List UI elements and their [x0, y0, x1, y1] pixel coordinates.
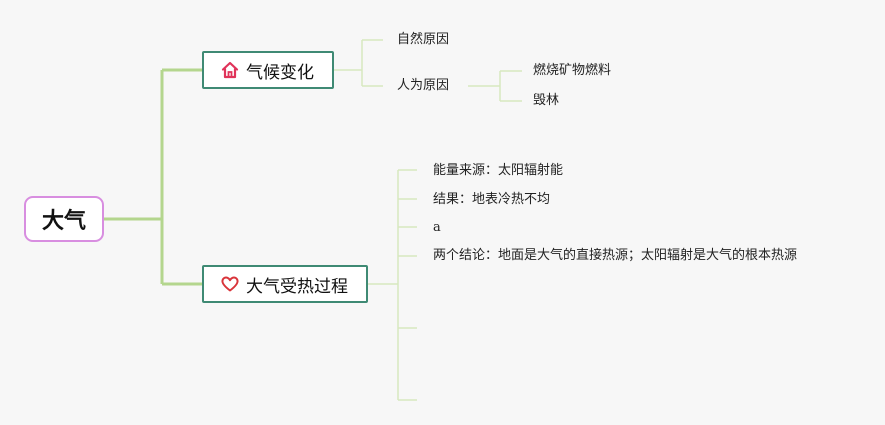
node-burning-fossil-fuels[interactable]: 燃烧矿物燃料	[533, 63, 611, 79]
node-natural-causes-label: 自然原因	[397, 32, 450, 47]
topic-atmospheric-heating-label: 大气受热过程	[246, 276, 348, 297]
home-icon	[220, 60, 240, 80]
node-two-conclusions-label: 两个结论：地面是大气的直接热源；太阳辐射是大气的根本热源	[433, 248, 798, 263]
topic-climate-change[interactable]: 气候变化	[202, 51, 334, 89]
node-burning-fossil-fuels-label: 燃烧矿物燃料	[533, 63, 612, 78]
node-human-causes-label: 人为原因	[397, 78, 450, 93]
node-deforestation[interactable]: 毁林	[533, 93, 559, 109]
heart-icon	[220, 274, 240, 294]
node-two-conclusions[interactable]: 两个结论：地面是大气的直接热源；太阳辐射是大气的根本热源	[433, 248, 797, 264]
node-a-label: a	[433, 220, 441, 235]
node-empty-2[interactable]	[433, 392, 493, 408]
root-node[interactable]: 大气	[24, 196, 104, 242]
node-natural-causes[interactable]: 自然原因	[397, 32, 449, 48]
node-result-label: 结果：地表冷热不均	[433, 192, 551, 207]
topic-climate-change-label: 气候变化	[246, 62, 314, 83]
node-energy-source-label: 能量来源：太阳辐射能	[433, 163, 564, 178]
node-energy-source[interactable]: 能量来源：太阳辐射能	[433, 163, 563, 179]
root-label: 大气	[41, 209, 86, 234]
topic-atmospheric-heating[interactable]: 大气受热过程	[202, 265, 368, 303]
node-result[interactable]: 结果：地表冷热不均	[433, 192, 550, 208]
node-a[interactable]: a	[433, 220, 441, 236]
node-empty-1[interactable]	[433, 320, 493, 336]
node-deforestation-label: 毁林	[533, 93, 560, 108]
node-human-causes[interactable]: 人为原因	[397, 78, 449, 94]
